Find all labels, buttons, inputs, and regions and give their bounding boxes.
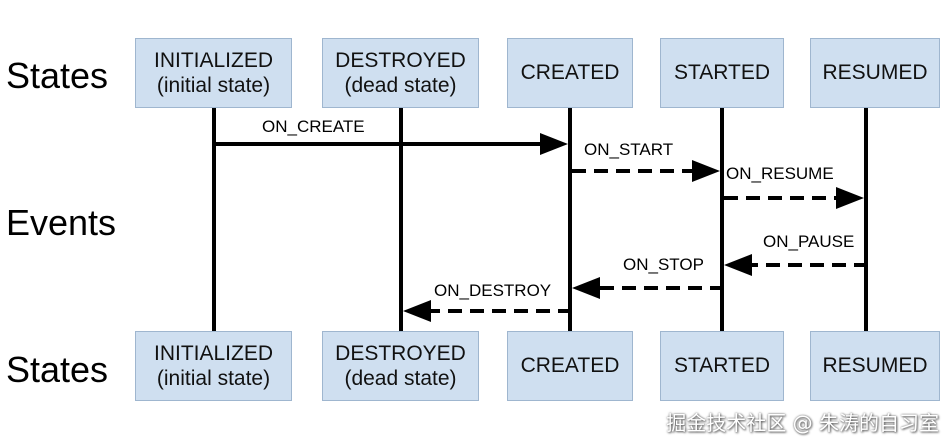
event-label-on-destroy: ON_DESTROY xyxy=(434,281,552,300)
state-name: STARTED xyxy=(673,354,771,378)
event-label-on-create: ON_CREATE xyxy=(262,117,365,136)
state-name: INITIALIZED xyxy=(153,341,274,365)
state-note: (initial state) xyxy=(156,367,271,390)
state-name: RESUMED xyxy=(822,354,928,378)
event-arrow-on-stop xyxy=(572,277,724,299)
arrow-head xyxy=(836,187,864,209)
event-label-on-resume: ON_RESUME xyxy=(726,164,834,183)
row-label-states-top: States xyxy=(6,55,109,96)
state-initialized-bottom: INITIALIZED (initial state) xyxy=(135,331,292,401)
state-name: DESTROYED xyxy=(335,341,466,365)
row-label-states-bottom: States xyxy=(6,349,109,390)
state-note: (dead state) xyxy=(344,367,457,390)
state-note: (dead state) xyxy=(344,74,457,97)
event-arrow-on-pause xyxy=(724,254,868,276)
arrow-head xyxy=(724,254,752,276)
arrow-head xyxy=(540,133,568,155)
state-created-top: CREATED xyxy=(507,38,633,108)
event-label-on-stop: ON_STOP xyxy=(623,255,704,274)
state-name: INITIALIZED xyxy=(153,48,274,72)
state-note: (initial state) xyxy=(156,74,271,97)
state-name: RESUMED xyxy=(822,61,928,85)
arrow-head xyxy=(572,277,600,299)
event-arrow-on-destroy xyxy=(403,300,572,322)
state-started-top: STARTED xyxy=(660,38,784,108)
state-resumed-bottom: RESUMED xyxy=(810,331,940,401)
state-started-bottom: STARTED xyxy=(660,331,784,401)
event-label-on-start: ON_START xyxy=(584,140,674,159)
state-destroyed-bottom: DESTROYED (dead state) xyxy=(322,331,479,401)
state-resumed-top: RESUMED xyxy=(810,38,940,108)
event-arrow-on-start xyxy=(572,160,720,182)
state-name: CREATED xyxy=(520,61,620,85)
event-label-on-pause: ON_PAUSE xyxy=(763,232,855,251)
arrow-head xyxy=(403,300,431,322)
state-name: DESTROYED xyxy=(335,48,466,72)
event-arrow-on-resume xyxy=(724,187,864,209)
watermark: 掘金技术社区 @ 朱涛的自习室 xyxy=(666,411,939,435)
arrow-head xyxy=(692,160,720,182)
state-name: CREATED xyxy=(520,354,620,378)
state-destroyed-top: DESTROYED (dead state) xyxy=(322,38,479,108)
state-initialized-top: INITIALIZED (initial state) xyxy=(135,38,292,108)
row-label-events: Events xyxy=(6,202,117,243)
state-name: STARTED xyxy=(673,61,771,85)
state-created-bottom: CREATED xyxy=(507,331,633,401)
event-arrow-on-create xyxy=(216,133,568,155)
